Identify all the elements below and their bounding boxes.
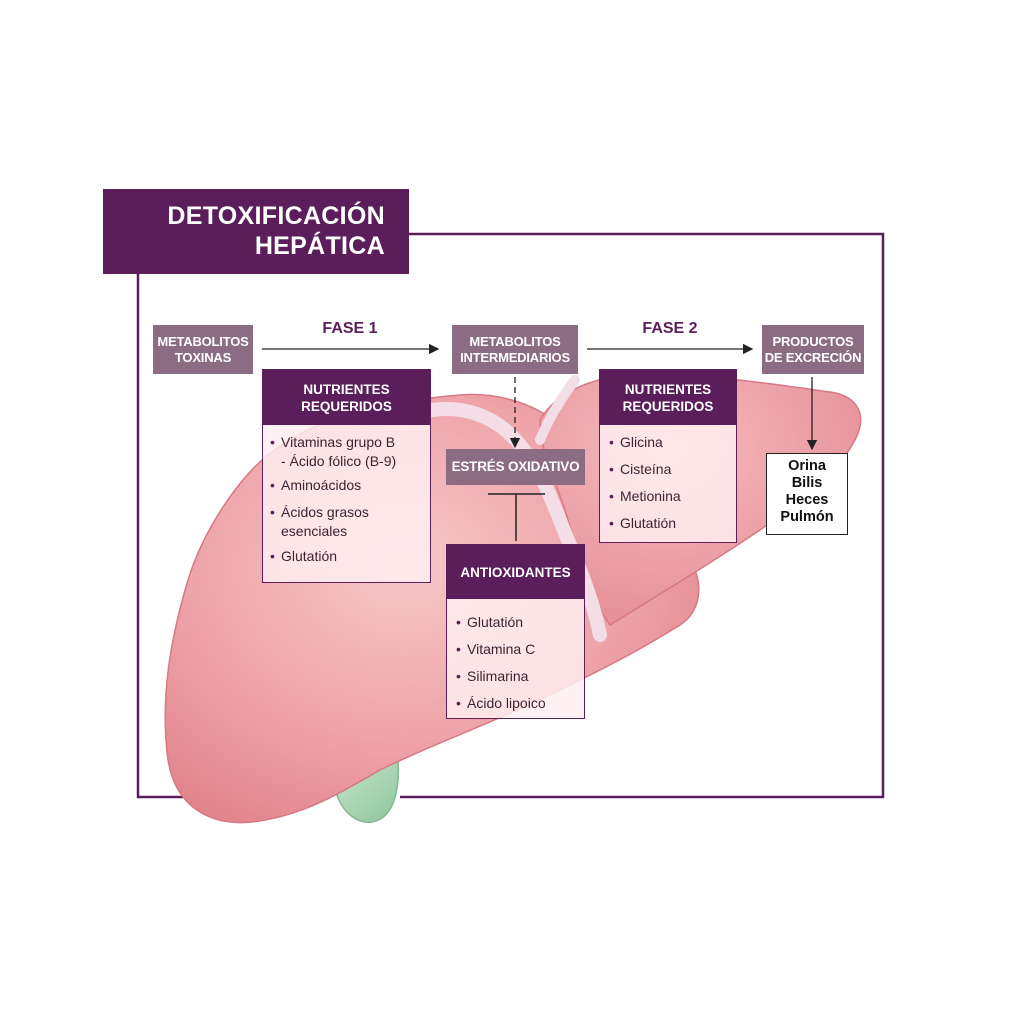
- end-label-productos-excrecion: PRODUCTOS DE EXCRECIÓN: [762, 325, 864, 374]
- frame-top-right: [400, 232, 885, 799]
- phase1-nutrients-card: NUTRIENTES REQUERIDOS Vitaminas grupo B …: [262, 369, 431, 583]
- liver-ligament: [425, 402, 607, 642]
- list-item: Glicina: [608, 433, 732, 452]
- antioxidants-card: ANTIOXIDANTES Glutatión Vitamina C Silim…: [446, 544, 585, 719]
- list-item: Ácido lipoico: [455, 694, 580, 713]
- excretion-item: Heces: [785, 492, 829, 508]
- list-item: Vitaminas grupo B - Ácido fólico (B-9): [269, 433, 426, 471]
- list-item: Glutatión: [269, 547, 426, 566]
- oxidative-stress-label: ESTRÉS OXIDATIVO: [446, 449, 585, 485]
- phase1-label: FASE 1: [322, 320, 378, 337]
- phase2-nutrients-heading: NUTRIENTES REQUERIDOS: [600, 370, 736, 425]
- diagram-title: DETOXIFICACIÓN HEPÁTICA: [103, 189, 409, 274]
- list-item: Cisteína: [608, 460, 732, 479]
- list-item: Aminoácidos: [269, 476, 426, 495]
- phase1-nutrients-heading: NUTRIENTES REQUERIDOS: [263, 370, 430, 425]
- excretion-item: Bilis: [791, 475, 823, 491]
- phase1-nutrients-list: Vitaminas grupo B - Ácido fólico (B-9) A…: [263, 425, 430, 566]
- list-item: Silimarina: [455, 667, 580, 686]
- list-item: Ácidos grasos esenciales: [269, 503, 426, 541]
- middle-label-metabolitos-intermediarios: METABOLITOS INTERMEDIARIOS: [452, 325, 578, 374]
- title-line-2: HEPÁTICA: [254, 232, 385, 260]
- phase2-label: FASE 2: [642, 320, 698, 337]
- list-item: Glutatión: [455, 613, 580, 632]
- excretion-item: Orina: [788, 458, 826, 474]
- antioxidants-list: Glutatión Vitamina C Silimarina Ácido li…: [447, 599, 584, 713]
- list-item: Vitamina C: [455, 640, 580, 659]
- excretion-products-box: Orina Bilis Heces Pulmón: [766, 453, 848, 535]
- start-label-metabolitos-toxinas: METABOLITOS TOXINAS: [153, 325, 253, 374]
- phase2-nutrients-card: NUTRIENTES REQUERIDOS Glicina Cisteína M…: [599, 369, 737, 543]
- excretion-item: Pulmón: [780, 509, 834, 525]
- antioxidants-heading: ANTIOXIDANTES: [447, 545, 584, 599]
- list-item: Glutatión: [608, 514, 732, 533]
- list-item: Metionina: [608, 487, 732, 506]
- title-line-1: DETOXIFICACIÓN: [167, 202, 385, 230]
- phase2-nutrients-list: Glicina Cisteína Metionina Glutatión: [600, 425, 736, 533]
